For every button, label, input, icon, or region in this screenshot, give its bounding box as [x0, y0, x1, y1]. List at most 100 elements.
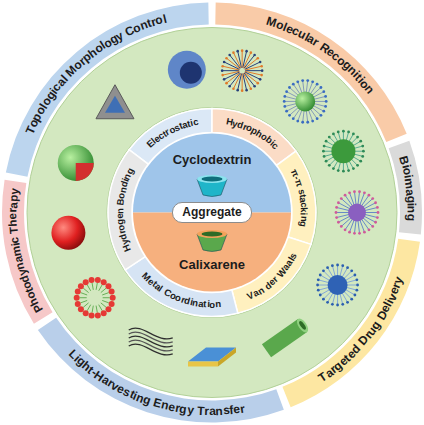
ray-tip: [250, 87, 253, 90]
hair: [347, 285, 358, 286]
hair: [102, 300, 109, 302]
hair: [285, 104, 297, 107]
application-band: Light-Harvesting Energy Transfer: [64, 346, 251, 420]
hair: [332, 266, 335, 277]
cup-rim: [197, 230, 227, 238]
hollow-sphere: [168, 51, 206, 89]
hair: [87, 305, 91, 311]
hair: [363, 199, 373, 208]
hair-tip: [336, 304, 339, 307]
hair-tip: [322, 269, 325, 272]
application-band-shape: [389, 141, 422, 235]
hair: [338, 216, 350, 222]
hair-tip: [325, 100, 328, 103]
hair: [341, 199, 351, 208]
interaction-band: Hydrophobic: [222, 115, 282, 153]
hair: [337, 265, 338, 276]
bead: [105, 283, 111, 289]
ray: [224, 62, 239, 69]
hair: [293, 109, 300, 119]
bead: [78, 306, 84, 312]
glyph: a: [208, 404, 215, 419]
interaction-band: Metal Coordination: [140, 270, 226, 311]
hair-tip: [346, 266, 349, 269]
ray-tip: [253, 54, 256, 57]
glyph: g: [403, 213, 418, 221]
cup-cavity: [202, 177, 223, 182]
hair: [102, 293, 109, 295]
ray-tip: [223, 78, 226, 81]
hair-tip: [361, 155, 364, 158]
hair: [312, 107, 321, 115]
hair-tip: [359, 140, 362, 143]
cyclodextrin-icon: [197, 175, 227, 197]
hair-tip: [317, 289, 320, 292]
hair-tip: [292, 117, 295, 120]
hair-tip: [337, 131, 340, 134]
hair: [340, 294, 343, 305]
glyph: g: [403, 195, 418, 204]
hair-tip: [326, 301, 329, 304]
hair: [298, 82, 302, 93]
ray: [222, 70, 239, 71]
tube-hole: [298, 320, 307, 330]
hair-tip: [355, 289, 358, 292]
hair-tip: [283, 105, 286, 108]
glyph: h: [6, 219, 21, 227]
tube-end: [295, 317, 311, 335]
bead: [105, 306, 111, 312]
sphere: [58, 145, 94, 181]
hair-tip: [348, 231, 351, 234]
hair-tip: [316, 83, 319, 86]
hair-tip: [317, 278, 320, 281]
hair: [337, 207, 350, 210]
hair-tip: [283, 100, 286, 103]
hair-tip: [353, 274, 356, 277]
hair-tip: [296, 80, 299, 83]
ray: [245, 72, 260, 79]
micelle: [283, 79, 328, 123]
calixarene-icon: [197, 230, 227, 252]
bead: [74, 295, 80, 301]
hair-tip: [347, 169, 350, 172]
ray: [245, 70, 262, 71]
solid-sphere: [51, 216, 85, 250]
hair: [92, 283, 93, 290]
hair-tip: [326, 266, 329, 269]
sheet-edge: [218, 348, 236, 367]
sphere-cavity: [180, 62, 202, 84]
ray: [243, 74, 247, 91]
hair-tip: [335, 216, 338, 219]
vesicle: [74, 277, 116, 318]
hair-tip: [340, 197, 343, 200]
interaction-band: Electrostatic: [143, 115, 202, 151]
hair-tip: [358, 232, 361, 235]
hair-tip: [323, 155, 326, 158]
hair-tip: [325, 140, 328, 143]
hair-tip: [301, 121, 304, 124]
bead: [75, 289, 81, 295]
hair-tip: [288, 86, 291, 89]
sphere: [51, 216, 85, 250]
hair: [306, 81, 307, 93]
host-label: Calixarene: [179, 257, 245, 273]
tube-body: [262, 319, 307, 357]
hair: [365, 212, 378, 213]
application-band: Photodynamic Therapy: [5, 183, 46, 317]
hair-tip: [355, 278, 358, 281]
hair-tip: [342, 170, 345, 173]
hair: [289, 87, 298, 95]
bead: [109, 301, 115, 307]
hair: [308, 110, 312, 121]
hair-tip: [311, 80, 314, 83]
hair-tip: [347, 131, 350, 134]
ray-tip: [228, 85, 231, 88]
glyph: n: [215, 404, 223, 419]
hair: [101, 303, 106, 307]
glyph: n: [114, 208, 126, 215]
green-ring: [27, 28, 397, 398]
hair: [96, 306, 97, 313]
hair: [320, 290, 330, 296]
hair: [318, 280, 329, 283]
hair-tip: [371, 225, 374, 228]
